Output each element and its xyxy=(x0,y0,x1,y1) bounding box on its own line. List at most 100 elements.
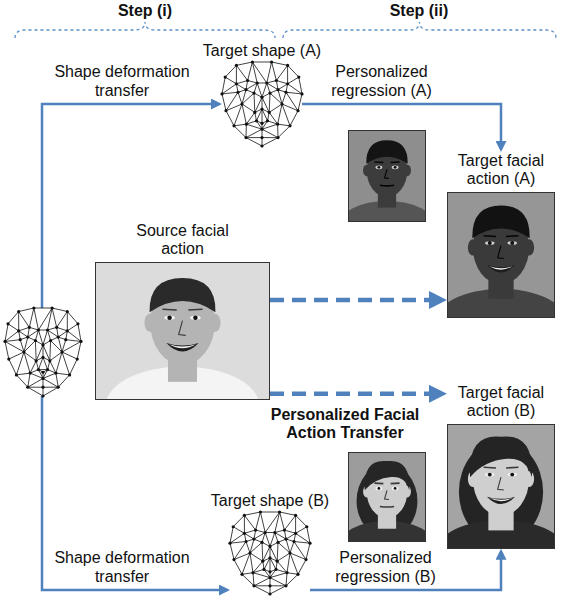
mesh-point xyxy=(294,514,297,517)
pupil xyxy=(377,166,380,169)
mesh-point xyxy=(245,123,248,126)
mesh-point xyxy=(292,540,295,543)
mesh-point xyxy=(60,350,63,353)
node-heading: Source facial action xyxy=(133,222,233,259)
dashed-bracket xyxy=(15,22,275,38)
mesh-point xyxy=(285,571,288,574)
shape-mesh xyxy=(220,60,303,147)
mesh-point xyxy=(260,128,263,131)
edge-label: Personalized regression (A) xyxy=(322,63,442,100)
mesh-point xyxy=(296,573,299,576)
mesh-point xyxy=(244,540,247,543)
mesh-point xyxy=(296,109,299,112)
mesh-point xyxy=(19,338,22,341)
mesh-point xyxy=(284,537,287,540)
mesh-point xyxy=(220,92,223,95)
mesh-point xyxy=(66,310,69,313)
pupil xyxy=(510,241,514,245)
nose xyxy=(385,490,389,499)
mesh-point xyxy=(17,329,20,332)
mesh-point xyxy=(37,328,40,331)
mesh-point xyxy=(260,96,263,99)
node-heading: Target facial action (A) xyxy=(447,152,555,189)
photo-content xyxy=(447,424,555,549)
connector-arrow xyxy=(302,104,501,149)
mesh-point xyxy=(264,531,267,534)
pupil xyxy=(510,473,514,477)
node-heading: Target facial action (B) xyxy=(447,384,555,421)
mesh-point xyxy=(305,525,308,528)
photo-frame xyxy=(96,263,270,400)
mesh-point xyxy=(274,568,277,571)
mesh-point xyxy=(268,111,271,114)
photo-node: Source facial action xyxy=(95,222,270,400)
mesh-point xyxy=(243,514,246,517)
mesh-point xyxy=(276,560,279,563)
mesh-point xyxy=(252,584,255,587)
mesh-point xyxy=(46,328,49,331)
eyebrow xyxy=(506,235,518,237)
mesh-point xyxy=(41,356,44,359)
eye xyxy=(392,487,399,491)
mouth xyxy=(166,343,198,351)
eyebrow xyxy=(374,482,383,484)
mesh-point xyxy=(240,102,243,105)
mesh-point xyxy=(41,343,44,346)
mesh-point xyxy=(26,386,29,389)
mesh-point xyxy=(51,306,54,309)
mesh-point xyxy=(286,82,289,85)
teeth xyxy=(169,344,196,348)
mesh-point xyxy=(64,338,67,341)
mouth xyxy=(487,265,515,272)
pupil xyxy=(488,473,492,477)
mesh-point xyxy=(41,394,44,397)
edge-label: Shape deformation transfer xyxy=(50,63,194,100)
mesh-point xyxy=(66,329,69,332)
mesh-point xyxy=(266,119,269,122)
mesh-point xyxy=(235,64,238,67)
mesh-point xyxy=(251,60,254,63)
hair xyxy=(470,436,532,477)
mesh-point xyxy=(268,556,271,559)
mesh-point xyxy=(232,525,235,528)
photo-area xyxy=(95,262,270,400)
eyebrow xyxy=(391,482,400,484)
connector-arrow xyxy=(270,298,441,303)
eye xyxy=(375,487,382,491)
mesh-point xyxy=(244,136,247,139)
mesh-point xyxy=(283,528,286,531)
mesh-point xyxy=(246,79,249,82)
nose xyxy=(498,246,504,259)
mesh-point xyxy=(276,123,279,126)
face-meshes xyxy=(3,60,311,595)
mesh-point xyxy=(265,81,268,84)
mesh-point xyxy=(261,560,264,563)
mesh-node: Target shape (A) xyxy=(222,62,302,146)
mesh-point xyxy=(268,91,271,94)
mesh-node: Target shape (B) xyxy=(230,512,310,594)
mesh-point xyxy=(288,124,291,127)
eyebrow xyxy=(374,161,383,163)
mesh-point xyxy=(255,119,258,122)
mesh-point xyxy=(15,373,18,376)
mesh-point xyxy=(268,576,271,579)
shape-mesh xyxy=(228,510,311,595)
pupil xyxy=(394,487,397,490)
mouth xyxy=(487,497,515,504)
mesh-point xyxy=(260,541,263,544)
mesh-point xyxy=(28,326,31,329)
edge-label: Shape deformation transfer xyxy=(50,549,194,586)
mesh-point xyxy=(236,91,239,94)
mesh-point xyxy=(3,340,6,343)
mesh-edges xyxy=(222,62,302,146)
mesh-point xyxy=(41,371,44,374)
photo-frame xyxy=(448,193,555,318)
transfer-line xyxy=(42,396,227,590)
mesh-point xyxy=(260,107,263,110)
eye xyxy=(164,316,175,320)
face-photo xyxy=(95,262,270,446)
photo-frame xyxy=(448,425,555,549)
photo-ground xyxy=(95,262,270,400)
